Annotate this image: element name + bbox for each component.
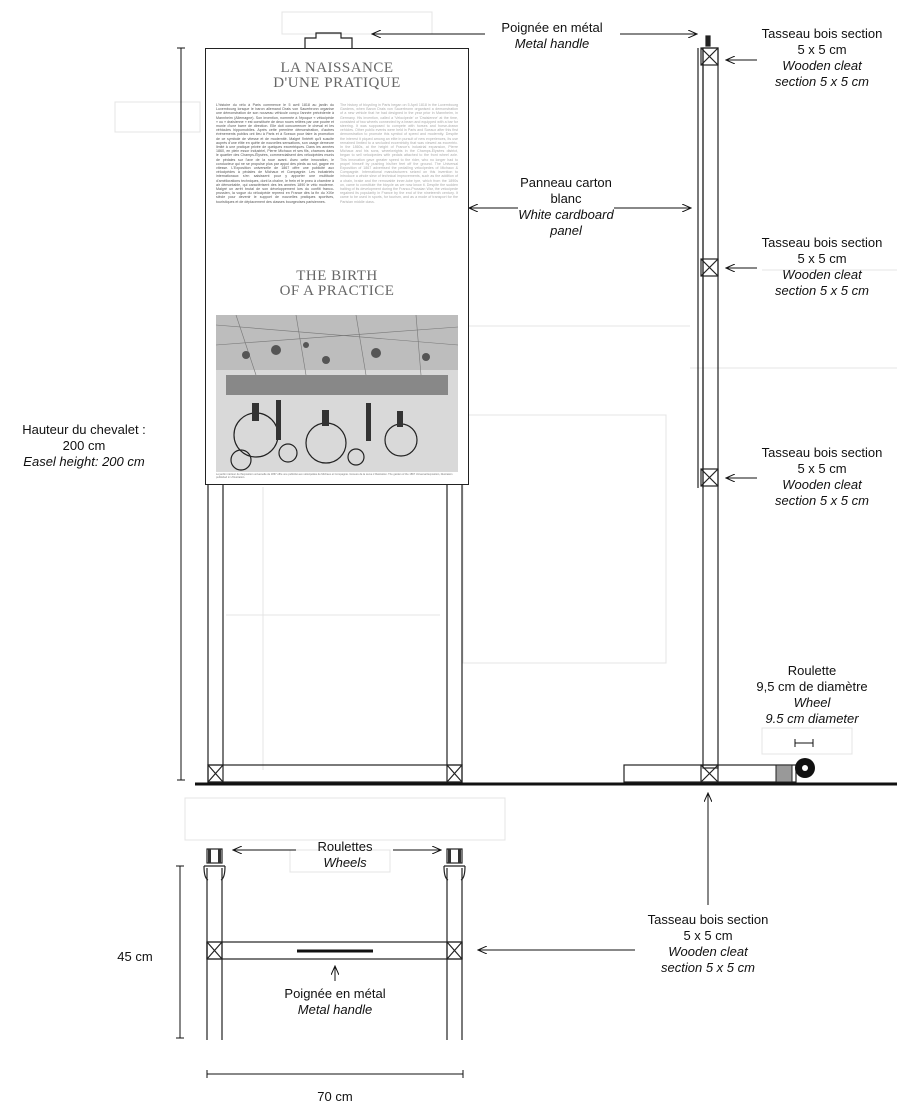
label-easel-height: Hauteur du chevalet : 200 cm Easel heigh… bbox=[22, 422, 146, 469]
engraving-caption: Le jardin intérieur de l'Exposition univ… bbox=[216, 473, 453, 479]
side-view bbox=[623, 35, 797, 783]
panel-title-fr-line2: D'UNE PRATIQUE bbox=[273, 75, 401, 91]
panel-title-en-line2: OF A PRACTICE bbox=[279, 283, 395, 299]
label-cleat-middle: Tasseau bois section 5 x 5 cm Wooden cle… bbox=[761, 235, 883, 298]
bottom-view bbox=[206, 868, 463, 1040]
panel-body-en: The history of bicycling in Paris began … bbox=[340, 103, 458, 204]
height-45-dimension bbox=[176, 865, 184, 1039]
engraving-illustration bbox=[216, 315, 458, 472]
label-cleat-bottom: Tasseau bois section 5 x 5 cm Wooden cle… bbox=[647, 912, 769, 975]
label-wheel: Roulette 9,5 cm de diamètre Wheel 9.5 cm… bbox=[756, 663, 868, 726]
label-wheels: Roulettes Wheels bbox=[317, 839, 373, 870]
height-dimension bbox=[177, 47, 185, 781]
label-cardboard-panel: Panneau carton blanc White cardboard pan… bbox=[518, 175, 614, 238]
callout-arrows bbox=[233, 34, 757, 981]
panel-title-en-line1: THE BIRTH bbox=[296, 268, 378, 284]
width-70-dimension bbox=[206, 1070, 464, 1078]
wheel-dimension bbox=[794, 739, 814, 747]
label-cleat-top: Tasseau bois section 5 x 5 cm Wooden cle… bbox=[761, 26, 883, 89]
label-45cm: 45 cm bbox=[117, 949, 153, 964]
panel-body-fr: L'histoire du vélo à Paris commence le 5… bbox=[216, 103, 334, 204]
bottom-wheels bbox=[203, 848, 466, 881]
side-wheel bbox=[775, 758, 815, 783]
label-metal-handle-bottom: Poignée en métal Metal handle bbox=[284, 986, 386, 1017]
label-70cm: 70 cm bbox=[317, 1089, 353, 1104]
label-cleat-lower: Tasseau bois section 5 x 5 cm Wooden cle… bbox=[761, 445, 883, 508]
exhibition-panel: LA NAISSANCE D'UNE PRATIQUE L'histoire d… bbox=[205, 48, 469, 485]
panel-body-columns: L'histoire du vélo à Paris commence le 5… bbox=[216, 103, 458, 261]
panel-title-fr-line1: LA NAISSANCE bbox=[280, 60, 394, 76]
label-metal-handle-top: Poignée en métal Metal handle bbox=[501, 20, 603, 51]
front-view bbox=[207, 32, 463, 783]
